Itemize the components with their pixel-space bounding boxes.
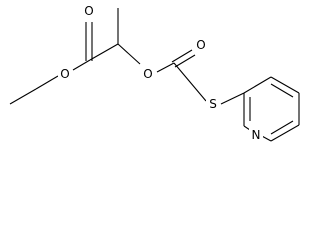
- atom-pyridine-nitrogen: N: [252, 128, 261, 142]
- bond-pyridine-inner-c3-c4: [270, 83, 294, 98]
- bond-carbonyl-c-ch: [89, 43, 119, 61]
- bond-pyridine-inner-c5-c6: [270, 120, 294, 135]
- bond-pyridine-c3-c4: [270, 76, 300, 94]
- label-bg-carbonyl-o: [82, 2, 96, 18]
- atom-ester-oxygen: O: [60, 67, 69, 81]
- bond-pyridine-c5-c6: [270, 124, 300, 142]
- label-bg-sulfur: [206, 96, 220, 112]
- label-bg-pyridine-n: [249, 127, 263, 143]
- bond-pyridine-c2-c3: [243, 76, 272, 94]
- bond-ethyl-ch2-o: [35, 75, 59, 90]
- bond-thio-carbonyl-double-a: [171, 49, 193, 63]
- bond-thio-carbonyl-double-b: [174, 54, 196, 68]
- atom-carbonyl-oxygen: O: [84, 4, 93, 18]
- label-bg-ester-o: [58, 66, 72, 82]
- bond-ch-ether-o: [117, 43, 141, 65]
- bond-ether-o-thiocarbonyl-c: [156, 62, 175, 73]
- label-bg-ether-o: [141, 66, 155, 82]
- atom-ether-oxygen: O: [143, 67, 152, 81]
- bond-ester-o-carbonyl-c: [72, 59, 91, 71]
- chemical-structure-diagram: O O O O S N: [9, 2, 300, 143]
- bond-s-pyridine-c2: [220, 92, 245, 105]
- bond-thiocarbonyl-c-s: [173, 62, 207, 102]
- label-bg-carbonate-o: [194, 37, 208, 53]
- bond-ethyl-ch3-ch2: [9, 88, 37, 105]
- atom-carbonate-oxygen: O: [196, 38, 205, 52]
- atom-sulfur: S: [209, 97, 217, 111]
